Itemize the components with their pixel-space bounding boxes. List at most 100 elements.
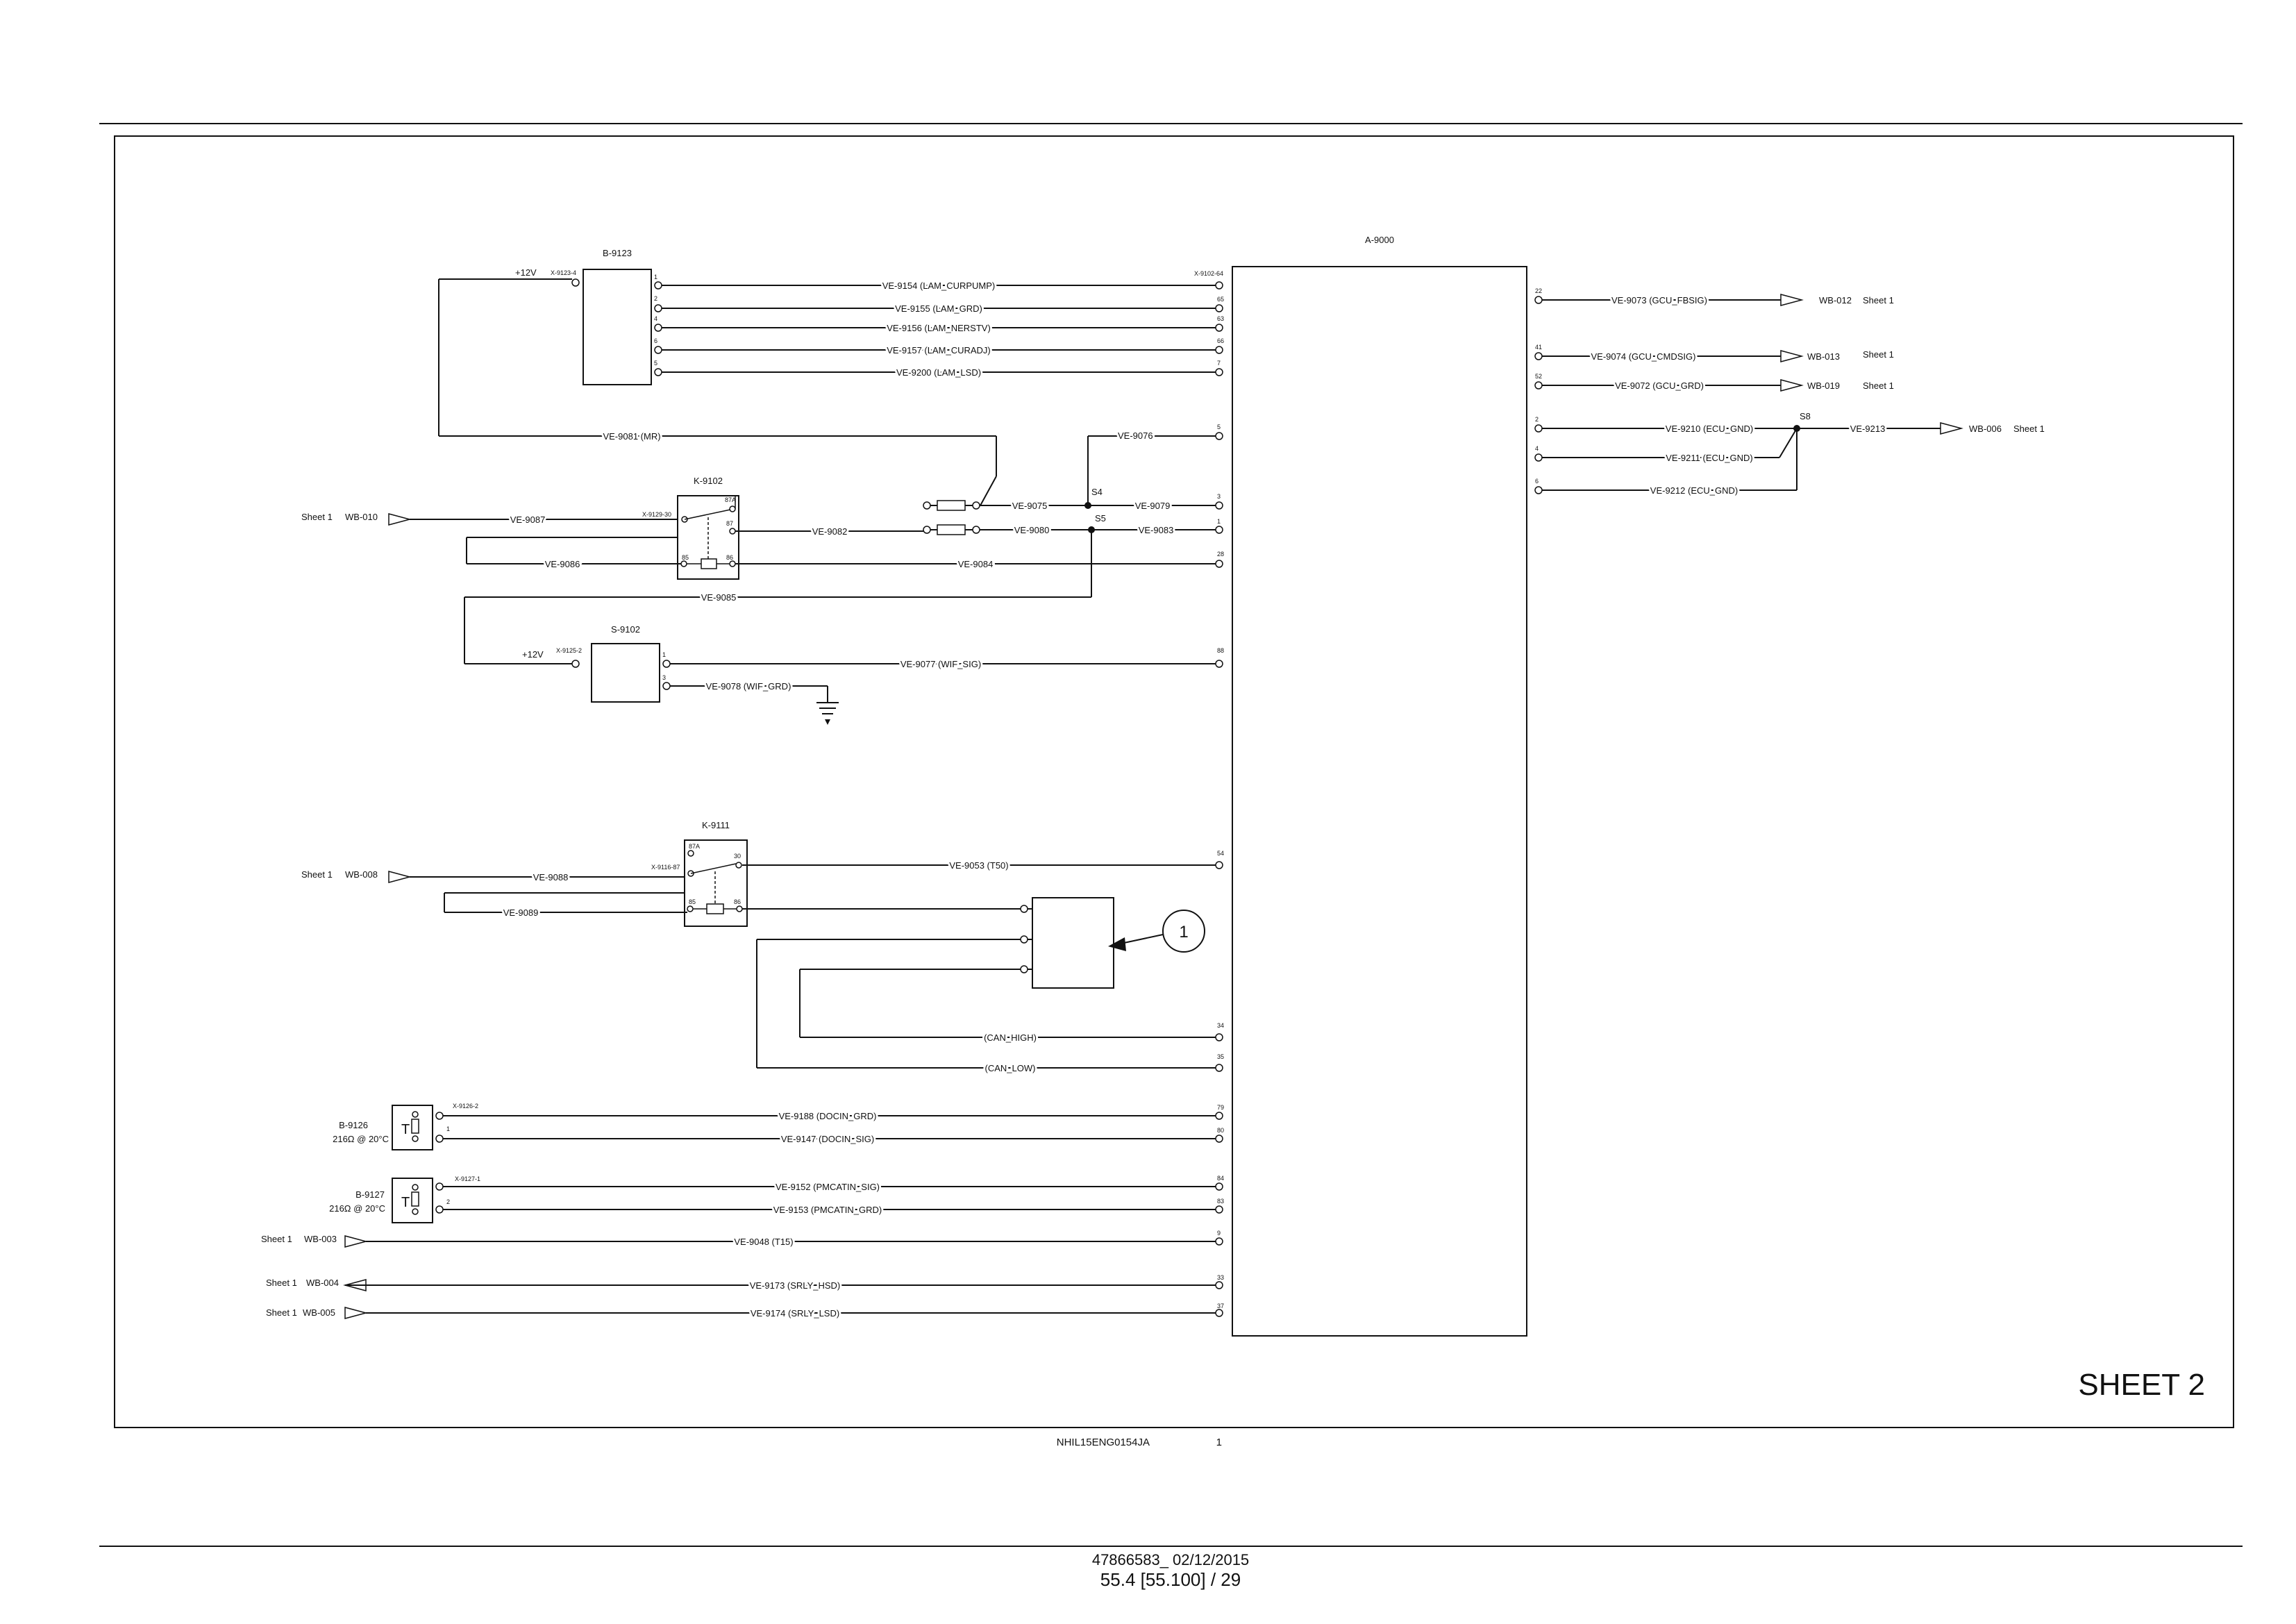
can-device-box [1032, 897, 1114, 989]
ecu-right-pin-labels: 22 41 52 2 4 6 [1535, 287, 1542, 485]
b9123-block [583, 269, 652, 385]
svg-text:34: 34 [1217, 1022, 1224, 1029]
x9125-label: X-9125-2 [556, 647, 582, 654]
wire-9080: VE-9080 [1014, 525, 1050, 535]
svg-text:T: T [401, 1122, 410, 1137]
sheet-title: SHEET 2 [2078, 1368, 2205, 1402]
fuse-2 [937, 524, 966, 535]
svg-text:83: 83 [1217, 1198, 1224, 1205]
svg-text:84: 84 [1217, 1175, 1224, 1182]
ref-sheet-wb013: Sheet 1 [1863, 349, 1894, 360]
wire-9086: VE-9086 [545, 559, 580, 569]
x9116-label: X-9116-87 [651, 864, 680, 871]
ecu-label: A-9000 [1365, 235, 1394, 245]
svg-text:66: 66 [1217, 337, 1224, 344]
svg-text:2: 2 [446, 1198, 450, 1205]
wire-9213: VE-9213 [1850, 424, 1886, 434]
ref-sheet-wb010: Sheet 1 [301, 512, 333, 522]
k9102-label: K-9102 [694, 476, 723, 486]
wire-9082: VE-9082 [812, 526, 848, 537]
wire-9081: VE-9081 (MR) [603, 431, 660, 442]
wire-9212: VE-9212 (ECU_GND) [1650, 485, 1738, 496]
ref-wb019: WB-019 [1807, 380, 1840, 391]
wire-9073: VE-9073 (GCU_FBSIG) [1611, 295, 1707, 305]
ref-wb004: WB-004 [306, 1278, 339, 1288]
b9126-label: B-9126 [339, 1120, 368, 1130]
callout-arrow [1108, 937, 1126, 951]
x9126-label: X-9126-2 [453, 1103, 478, 1110]
ref-wb003: WB-003 [304, 1234, 337, 1244]
wire-9076: VE-9076 [1118, 430, 1153, 441]
splice-s4 [1084, 502, 1091, 509]
b9123-wires: 1 2 4 6 5 [654, 274, 1223, 376]
ref-sheet-wb006: Sheet 1 [2013, 424, 2045, 434]
svg-text:1: 1 [446, 1125, 450, 1132]
svg-text:87A: 87A [725, 496, 736, 503]
wire-9210: VE-9210 (ECU_GND) [1666, 424, 1753, 434]
wire-9188: VE-9188 (DOCIN_GRD) [779, 1111, 877, 1121]
svg-text:6: 6 [654, 337, 657, 344]
wire-9077: VE-9077 (WIF_SIG) [900, 659, 981, 669]
ref-sheet-wb003: Sheet 1 [261, 1234, 292, 1244]
svg-text:86: 86 [726, 554, 733, 561]
svg-text:3: 3 [1217, 493, 1221, 500]
wire-9074: VE-9074 (GCU_CMDSIG) [1591, 351, 1696, 362]
svg-text:9: 9 [1217, 1230, 1221, 1237]
wire-9153: VE-9153 (PMCATIN_GRD) [773, 1205, 882, 1215]
svg-text:63: 63 [1217, 315, 1224, 322]
svg-text:7: 7 [1217, 360, 1221, 367]
svg-text:35: 35 [1217, 1053, 1224, 1060]
svg-text:S5: S5 [1095, 513, 1106, 524]
wire-9083: VE-9083 [1139, 525, 1174, 535]
fuse-1 [937, 500, 966, 511]
b9126-resistance: 216Ω @ 20°C [333, 1134, 389, 1144]
svg-text:22: 22 [1535, 287, 1542, 294]
callout-circle [1162, 910, 1205, 953]
wire-9147: VE-9147 (DOCIN_SIG) [781, 1134, 874, 1144]
wire-9089: VE-9089 [503, 907, 539, 918]
svg-text:T: T [401, 1195, 410, 1210]
ref-sheet-wb005: Sheet 1 [266, 1307, 297, 1318]
svg-text:S4: S4 [1091, 487, 1103, 497]
svg-text:4: 4 [654, 315, 657, 322]
ref-wb006: WB-006 [1969, 424, 2002, 434]
svg-text:5: 5 [1217, 424, 1221, 430]
svg-text:80: 80 [1217, 1127, 1224, 1134]
svg-text:88: 88 [1217, 647, 1224, 654]
svg-text:S8: S8 [1800, 411, 1811, 421]
footer-page: 55.4 [55.100] / 29 [1100, 1569, 1241, 1590]
wire-9211: VE-9211 (ECU_GND) [1666, 453, 1752, 463]
ref-wb012: WB-012 [1819, 295, 1852, 305]
svg-text:37: 37 [1217, 1303, 1224, 1309]
svg-text:85: 85 [682, 554, 689, 561]
svg-text:54: 54 [1217, 850, 1224, 857]
callout-number: 1 [1179, 923, 1188, 941]
wire-9157: VE-9157 (LAM_CURADJ) [887, 345, 991, 355]
s9102-block [591, 643, 660, 703]
x9129-label: X-9129-30 [642, 511, 671, 518]
svg-text:1: 1 [1217, 518, 1221, 525]
ref-sheet-wb004: Sheet 1 [266, 1278, 297, 1288]
svg-text:3: 3 [662, 674, 666, 681]
svg-text:1: 1 [662, 651, 666, 658]
svg-text:52: 52 [1535, 373, 1542, 380]
wire-9072: VE-9072 (GCU_GRD) [1615, 380, 1704, 391]
ref-sheet-wb019: Sheet 1 [1863, 380, 1894, 391]
ref-wb013: WB-013 [1807, 351, 1840, 362]
svg-text:65: 65 [1217, 296, 1224, 303]
wire-9174: VE-9174 (SRLY_LSD) [751, 1308, 839, 1319]
svg-text:5: 5 [654, 360, 657, 367]
figure-number: 1 [1216, 1437, 1222, 1448]
svg-text:4: 4 [1535, 445, 1539, 452]
ref-wb010: WB-010 [345, 512, 378, 522]
svg-text:1: 1 [654, 274, 657, 281]
b9127-sensor [392, 1178, 433, 1223]
ecu-block [1232, 266, 1527, 1337]
wire-9154: VE-9154 (LAM_CURPUMP) [882, 281, 996, 291]
s9102-label: S-9102 [611, 624, 640, 635]
x9127-label: X-9127-1 [455, 1175, 480, 1182]
b9127-label: B-9127 [355, 1189, 385, 1200]
ref-sheet-wb008: Sheet 1 [301, 869, 333, 880]
wire-9200: VE-9200 (LAM_LSD) [896, 367, 981, 378]
